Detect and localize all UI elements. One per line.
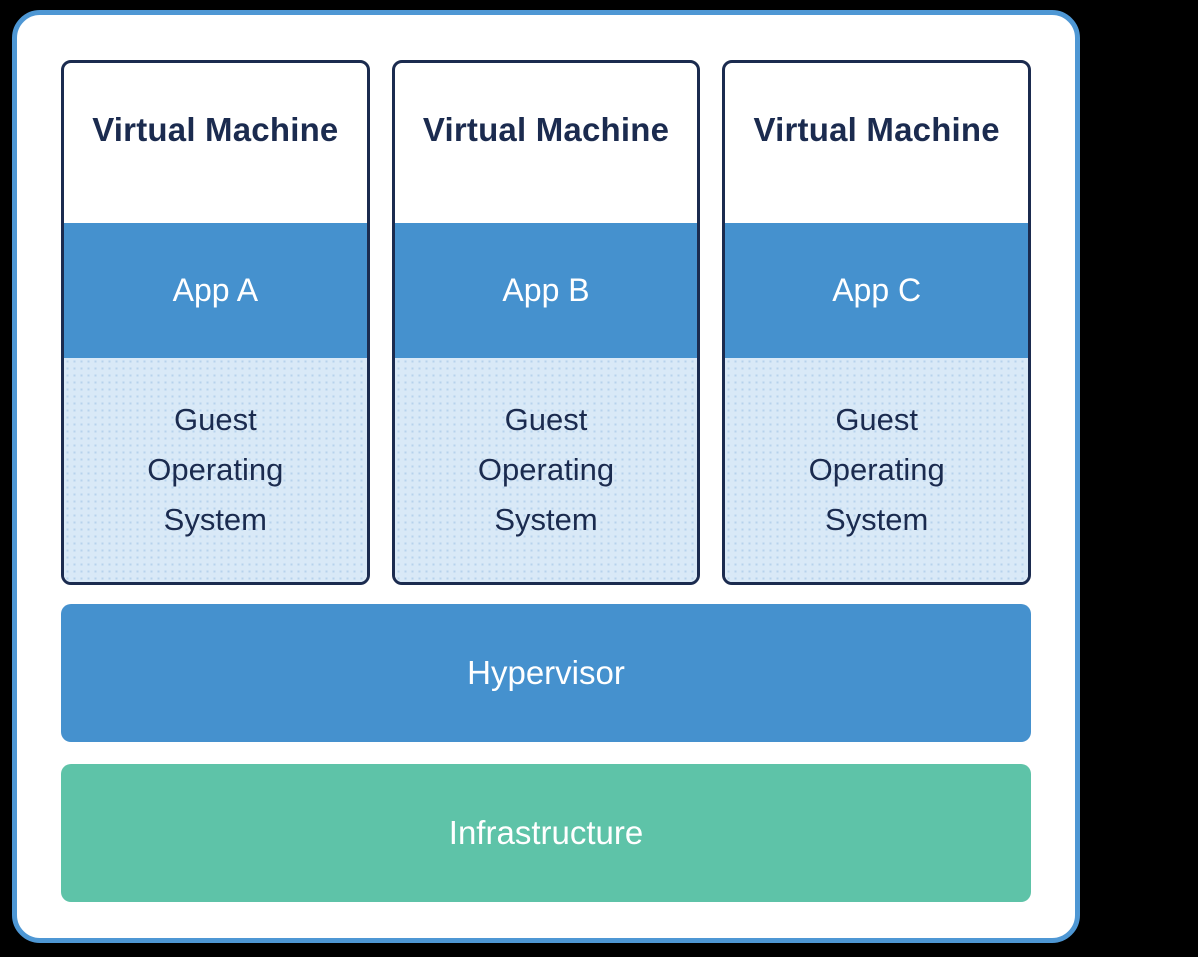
- hypervisor-layer: Hypervisor: [61, 604, 1031, 742]
- virtual-machine-1: Virtual Machine App A Guest Operating Sy…: [61, 60, 370, 585]
- infrastructure-layer: Infrastructure: [61, 764, 1031, 902]
- vm-1-guest-os-block: Guest Operating System: [64, 358, 367, 582]
- vm-2-title: Virtual Machine: [422, 111, 670, 148]
- vm-3-title-area: Virtual Machine: [725, 63, 1028, 223]
- vm-2-app-block: App B: [394, 223, 698, 358]
- vm-3-guest-os-label: Guest Operating System: [808, 402, 945, 537]
- vm-2-title-area: Virtual Machine: [395, 63, 698, 223]
- vm-3-app-block: App C: [725, 223, 1029, 358]
- vm-1-guest-os-label: Guest Operating System: [147, 402, 284, 537]
- vm-1-app-block: App A: [64, 223, 367, 358]
- vm-2-guest-os-label: Guest Operating System: [477, 402, 615, 537]
- vm-3-guest-os-block: Guest Operating System: [725, 358, 1029, 582]
- infrastructure-label: Infrastructure: [448, 814, 644, 851]
- virtual-machine-3: Virtual Machine App C Guest Operating Sy…: [722, 60, 1032, 585]
- vm-2-guest-os-block: Guest Operating System: [394, 358, 698, 582]
- virtualization-diagram: Virtual Machine App A Guest Operating Sy…: [12, 10, 1080, 943]
- vm-1-app-label: App A: [172, 272, 259, 308]
- vm-3-title: Virtual Machine: [753, 111, 1000, 148]
- vm-3-app-label: App C: [832, 272, 922, 308]
- vm-row: Virtual Machine App A Guest Operating Sy…: [61, 60, 1032, 585]
- hypervisor-label: Hypervisor: [467, 654, 625, 691]
- vm-1-title-area: Virtual Machine: [64, 63, 367, 223]
- vm-1-title: Virtual Machine: [92, 111, 339, 148]
- virtual-machine-2: Virtual Machine App B Guest Operating Sy…: [391, 60, 701, 585]
- vm-2-app-label: App B: [502, 272, 590, 308]
